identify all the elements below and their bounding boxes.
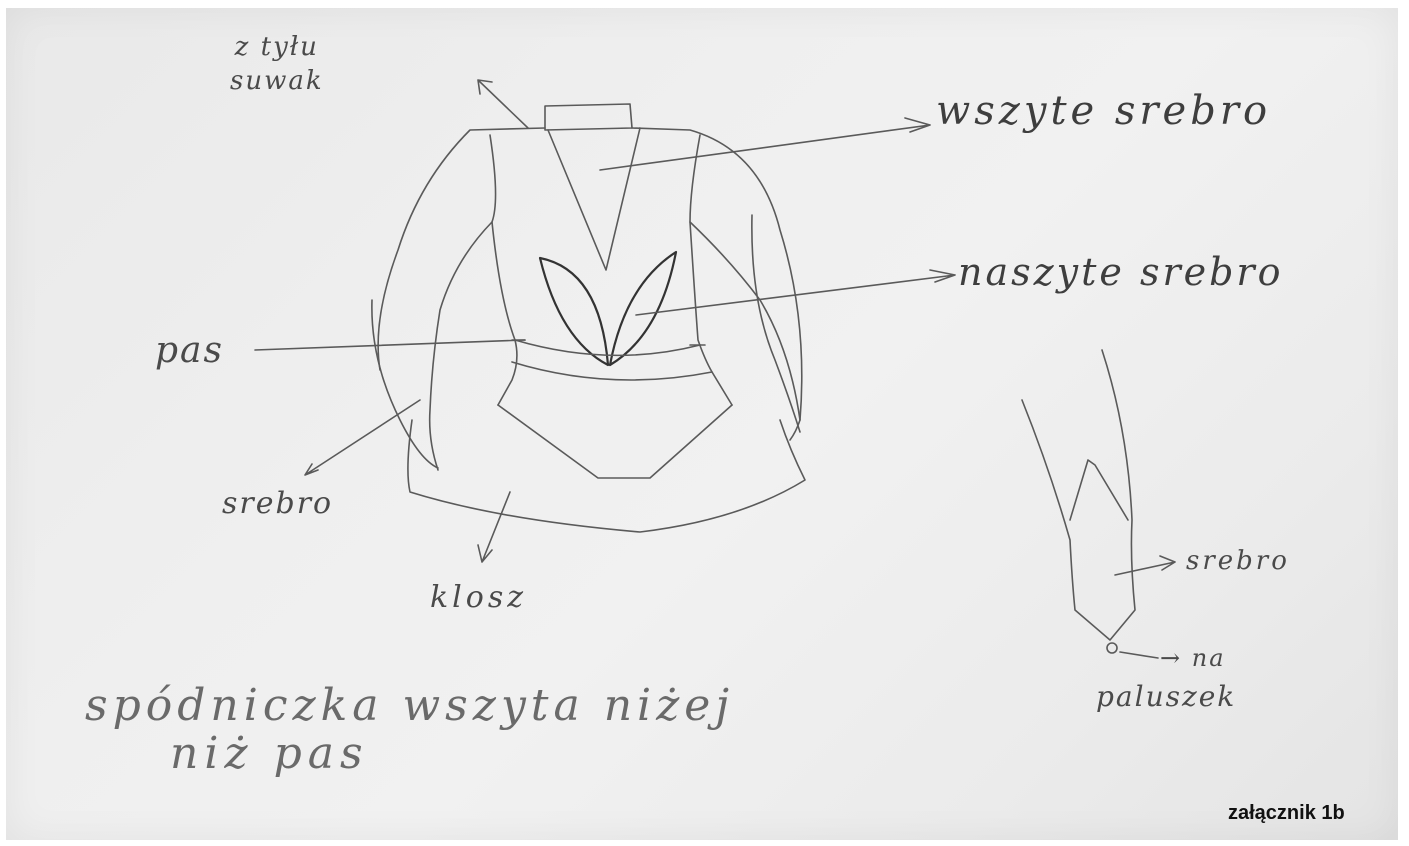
leaf-right [610,252,676,365]
label-na: → na [1160,644,1226,672]
basque [498,405,732,478]
v-neck-inset [548,128,640,270]
label-klosz: klosz [430,580,527,615]
pointer-srebro-left [305,400,420,475]
pointer-pas [255,340,525,350]
collar [545,104,632,130]
note-line-2: niż pas [170,728,369,779]
pointer-na [1120,652,1158,658]
right-sleeve [690,135,800,432]
label-srebro-sleeve: srebro [222,486,333,521]
bodice-side-right [690,222,732,405]
leg-inset [1070,460,1128,520]
bodice-side-left [492,222,517,405]
label-srebro-leg: srebro [1186,546,1290,576]
pointer-klosz [478,492,510,562]
skirt [408,420,805,532]
note-line-1: spódniczka wszyta niżej [85,680,734,731]
finger-loop [1107,643,1117,653]
attachment-caption: załącznik 1b [1228,802,1345,825]
label-back-line1: z tyłu [230,30,324,64]
pointer-wszyte [600,118,930,170]
bodice-outline [378,128,802,440]
label-back-zipper: z tyłu suwak [230,30,324,98]
label-pas: pas [155,330,224,371]
arrow-back [478,80,528,128]
pointer-srebro-right [1115,556,1175,575]
label-wszyte-srebro: wszyte srebro [936,88,1271,134]
label-paluszek: paluszek [1096,680,1236,713]
label-back-line2: suwak [230,64,324,98]
leg-sketch [1022,350,1135,640]
label-naszyte-srebro: naszyte srebro [958,250,1283,294]
